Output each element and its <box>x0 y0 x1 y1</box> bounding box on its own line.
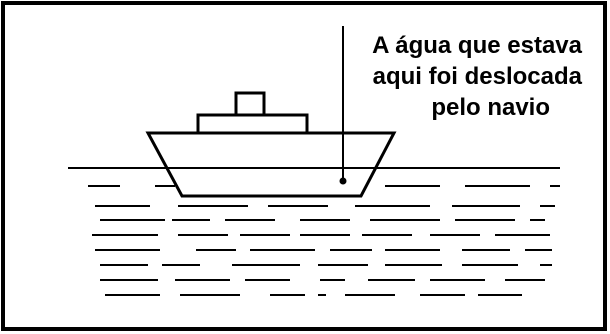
water-lines-icon <box>88 185 560 296</box>
ship-icon <box>145 91 397 198</box>
ship-hull <box>145 131 397 198</box>
caption-line-2: aqui foi deslocada <box>372 63 582 90</box>
ship-chimney <box>234 91 266 117</box>
caption-line-1: A água que estava <box>372 32 582 59</box>
ship-cabin <box>196 113 309 135</box>
caption-line-3: pelo navio <box>431 94 550 121</box>
pointer-dot <box>339 177 347 185</box>
